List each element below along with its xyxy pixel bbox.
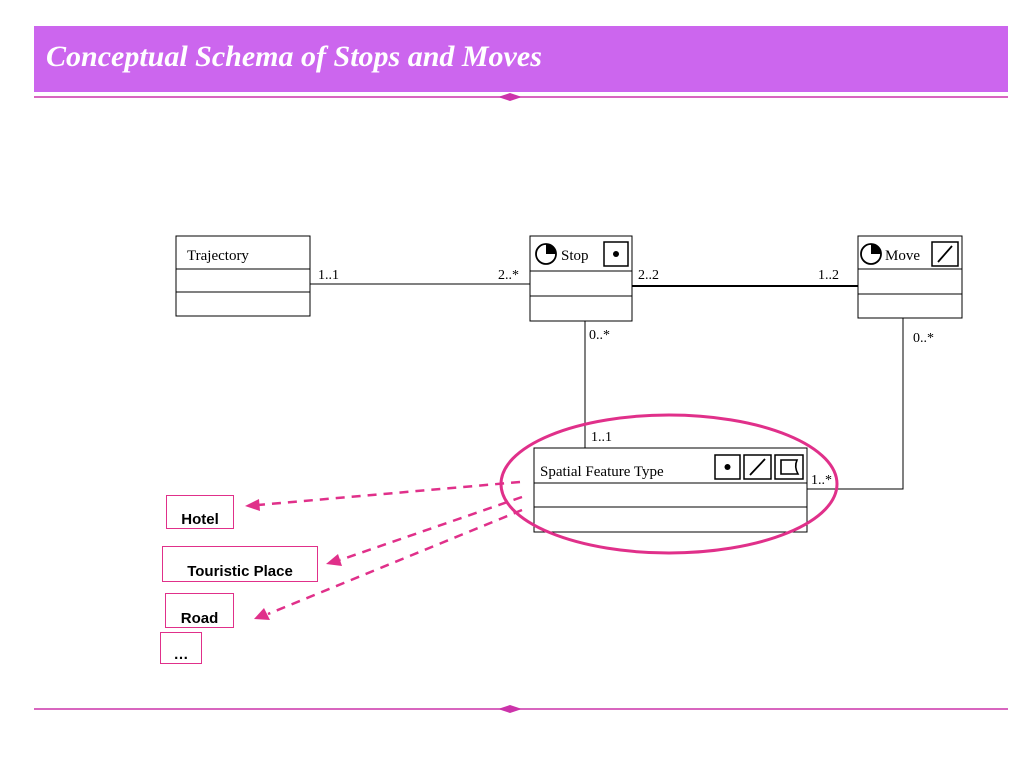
area-icon xyxy=(774,454,804,480)
arrowheads xyxy=(245,499,342,620)
arrow-to-hotel xyxy=(257,480,521,507)
slide-title: Conceptual Schema of Stops and Moves xyxy=(46,40,542,73)
multiplicity-stop-end-to-move: 2..2 xyxy=(638,268,659,283)
example-box-hotel: Hotel xyxy=(166,495,234,529)
arrowhead-road xyxy=(254,608,270,620)
association-move-sft xyxy=(807,318,904,490)
class-name-move: Move xyxy=(885,248,920,264)
bottom-rule-diamond xyxy=(498,705,522,713)
multiplicity-stop-end-to-sft: 0..* xyxy=(589,328,610,343)
example-label-ellipsis: … xyxy=(173,646,189,663)
class-spatial-feature-type: Spatial Feature Type xyxy=(533,447,808,533)
arrow-to-touristic-place xyxy=(339,495,523,562)
multiplicity-move-end-to-sft: 0..* xyxy=(913,331,934,346)
clock-icon xyxy=(535,243,557,265)
line-icon xyxy=(931,241,959,267)
arrowhead-touristic-place xyxy=(326,554,342,566)
example-label-touristic-place: Touristic Place xyxy=(187,563,293,580)
point-icon xyxy=(603,241,629,267)
arrow-to-road xyxy=(267,508,523,616)
class-move: Move xyxy=(857,235,963,319)
top-rule-diamond xyxy=(498,93,522,101)
example-box-road: Road xyxy=(165,593,234,628)
multiplicity-move-end-from-stop: 1..2 xyxy=(818,268,839,283)
class-name-trajectory: Trajectory xyxy=(187,248,249,264)
title-bar: Conceptual Schema of Stops and Moves xyxy=(34,26,1008,92)
multiplicity-stop-end-from-trajectory: 2..* xyxy=(498,268,519,283)
multiplicity-sft-end-from-stop: 1..1 xyxy=(591,430,612,445)
arrowhead-hotel xyxy=(245,499,260,511)
example-arrows xyxy=(257,480,523,616)
multiplicity-sft-end-from-move: 1..* xyxy=(811,473,832,488)
line-icon xyxy=(743,454,772,480)
class-trajectory: Trajectory xyxy=(175,235,311,317)
multiplicity-trajectory-end: 1..1 xyxy=(318,268,339,283)
class-name-spatial-feature-type: Spatial Feature Type xyxy=(540,464,664,480)
class-stop: Stop xyxy=(529,235,633,322)
example-label-hotel: Hotel xyxy=(181,511,219,528)
example-label-road: Road xyxy=(180,610,219,627)
example-box-touristic-place: Touristic Place xyxy=(162,546,318,582)
class-name-stop: Stop xyxy=(561,248,589,264)
clock-icon xyxy=(860,243,882,265)
point-icon xyxy=(714,454,741,480)
example-box-ellipsis: … xyxy=(160,632,202,664)
